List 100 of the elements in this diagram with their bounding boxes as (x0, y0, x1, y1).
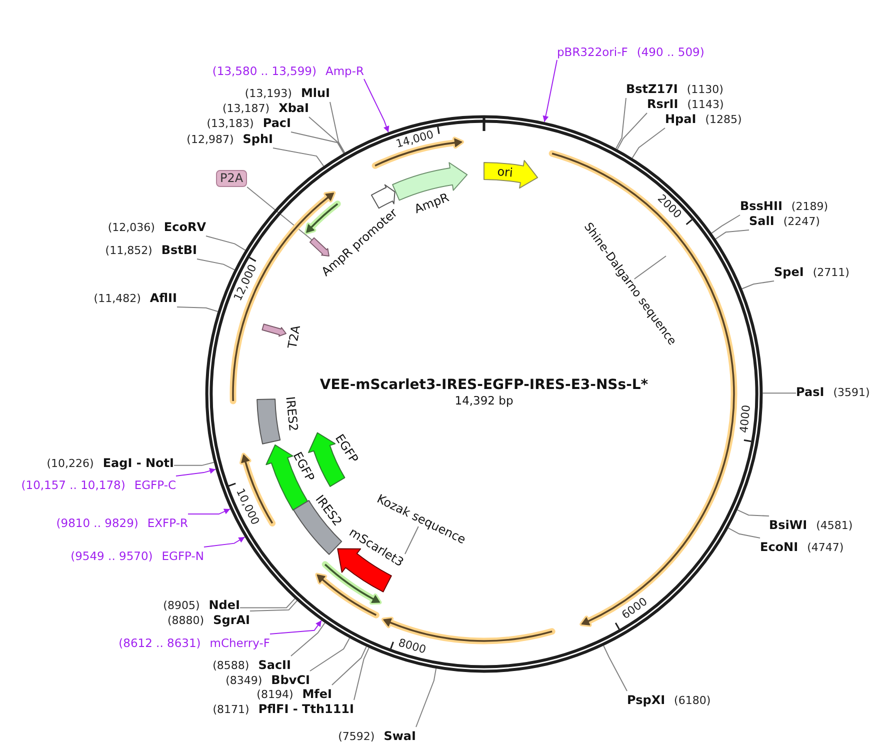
leader-line (404, 526, 419, 554)
leader-line (196, 258, 236, 270)
cut-position: (2711) (812, 266, 850, 279)
leader-line (616, 112, 648, 150)
enzyme-name: PspXI (627, 693, 666, 707)
leader-line (354, 647, 370, 700)
cut-position: (11,482) (94, 292, 141, 305)
leader-line (616, 98, 626, 150)
leader-line (188, 508, 231, 515)
cut-position: (2189) (791, 200, 828, 213)
primer-range: (10,157 .. 10,178) (21, 478, 126, 492)
leader-line (310, 638, 350, 672)
directional-feature (370, 184, 396, 209)
leader-line (416, 668, 437, 728)
feature-label: IRES2 (282, 396, 300, 432)
cut-position: (4581) (816, 519, 853, 532)
leader-line (364, 78, 390, 133)
primer-name: EGFP-C (134, 478, 176, 492)
enzyme-name: EcoNI (760, 540, 798, 554)
primer-name: Amp-R (325, 64, 364, 78)
enzyme-name: XbaI (278, 101, 309, 115)
primer-name: mCherry-F (210, 636, 270, 650)
primer-name: EGFP-N (162, 549, 204, 563)
cut-position: (8171) (212, 703, 250, 716)
leader-line (290, 132, 344, 154)
enzyme-name: SacII (258, 658, 291, 672)
leader-line (736, 509, 770, 516)
enzyme-name: PasI (796, 385, 824, 399)
enzyme-name: BsiWI (769, 518, 808, 532)
leader-line (272, 148, 324, 167)
leader-line (634, 256, 666, 280)
plasmid-name: VEE-mScarlet3-IRES-EGFP-IRES-E3-NSs-L* (320, 376, 648, 394)
enzyme-name: PflFI - Tth111I (258, 702, 354, 716)
leader-line (246, 186, 312, 240)
cut-position: (1130) (686, 83, 724, 96)
cut-position: (12,036) (108, 221, 155, 234)
cut-position: (2247) (783, 215, 820, 228)
cut-position: (4747) (807, 541, 844, 554)
leader-line (632, 128, 666, 158)
leader-line (174, 462, 214, 466)
enzyme-name: AflII (150, 291, 177, 305)
feature-block (256, 398, 281, 444)
enzyme-name: BstZ17I (626, 82, 678, 96)
cut-position: (8880) (168, 614, 204, 627)
leader-line (711, 214, 740, 234)
cut-position: (13,187) (222, 102, 270, 115)
feature-label: AmpR (412, 191, 452, 217)
cut-position: (8905) (163, 599, 200, 612)
enzyme-name: BstBI (161, 243, 197, 257)
scale-label: 8000 (396, 636, 427, 657)
plasmid-size: 14,392 bp (454, 394, 514, 408)
cut-position: (1143) (687, 98, 724, 111)
enzyme-name: EagI - NotI (102, 456, 174, 470)
primer-range: (490 .. 509) (636, 45, 704, 59)
scale-label: 4000 (738, 404, 754, 434)
enzyme-name: SphI (242, 132, 273, 146)
leader-line (603, 645, 628, 692)
orf-arc (304, 200, 341, 234)
leader-line (176, 306, 218, 312)
enzyme-name: MluI (300, 86, 330, 100)
feature-name: ori (496, 165, 514, 181)
enzyme-name: SwaI (384, 729, 416, 743)
leader-line (715, 230, 750, 240)
leader-line (308, 116, 345, 154)
leader-line (542, 60, 558, 122)
feature-label: T2A (286, 324, 304, 350)
leader-line (290, 622, 326, 656)
primer-range: (13,580 .. 13,599) (212, 64, 316, 78)
primer-range: (9810 .. 9829) (56, 516, 138, 530)
primer-range: (9549 .. 9570) (70, 549, 153, 563)
cut-position: (8349) (226, 674, 262, 687)
enzyme-name: SgrAI (213, 613, 250, 627)
leader-line (270, 620, 322, 634)
leader-line (204, 536, 246, 548)
enzyme-name: RsrII (647, 97, 678, 111)
cut-position: (1285) (705, 113, 742, 126)
cut-position: (3591) (833, 386, 870, 399)
enzyme-name: EcoRV (164, 220, 206, 234)
enzyme-name: SalI (749, 214, 774, 228)
enzyme-name: MfeI (302, 687, 332, 701)
leader-line (330, 102, 346, 154)
enzyme-name: HpaI (665, 112, 696, 126)
leader-line (250, 600, 298, 612)
cut-position: (7592) (338, 730, 375, 743)
feature-tag: P2A (216, 170, 248, 187)
primer-range: (8612 .. 8631) (118, 636, 201, 650)
scale-label: 14,000 (394, 129, 436, 152)
enzyme-name: BbvCI (271, 673, 310, 687)
cut-position: (8194) (256, 688, 294, 701)
cut-position: (8588) (212, 659, 250, 672)
leader-line (240, 598, 296, 608)
leader-line (332, 646, 367, 686)
enzyme-name: SpeI (774, 265, 804, 279)
cut-position: (12,987) (186, 133, 234, 146)
directional-feature (262, 324, 286, 337)
leader-line (176, 468, 216, 476)
enzyme-name: BssHII (740, 199, 782, 213)
cut-position: (13,183) (206, 117, 254, 130)
cut-position: (6180) (674, 694, 711, 707)
leader-line (728, 528, 760, 538)
